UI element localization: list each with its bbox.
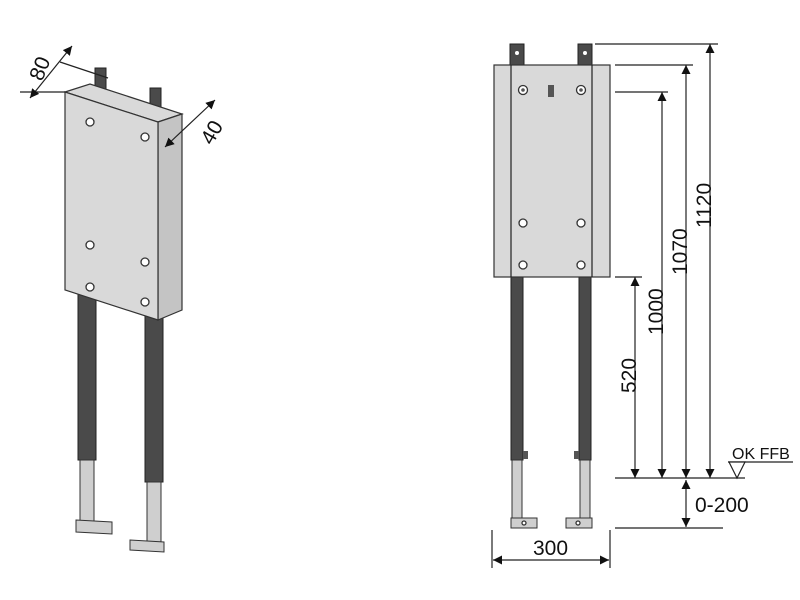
dimension-1070-label: 1070	[669, 228, 692, 275]
front-mounting-tabs	[509, 43, 593, 66]
iso-panel	[63, 83, 184, 321]
floor-level-label: OK FFB	[732, 446, 790, 463]
isometric-view: 80 40	[20, 45, 228, 553]
dimension-1120-label: 1120	[693, 183, 716, 228]
front-panel	[493, 64, 611, 278]
dimension-40-label: 40	[196, 117, 228, 149]
dimension-1000-label: 1000	[645, 288, 668, 335]
floor-level-triangle-icon	[728, 461, 746, 480]
iso-holes	[85, 117, 150, 307]
iso-leg-left	[75, 284, 113, 535]
front-legs	[510, 276, 593, 529]
dimension-520-label: 520	[618, 358, 641, 393]
front-view: 1120 1070 1000 520 0-200 300 OK FFB	[491, 43, 793, 568]
iso-leg-right	[129, 311, 165, 553]
dimension-lines	[491, 43, 793, 568]
dimension-80-label: 80	[25, 54, 55, 84]
dimension-300-label: 300	[533, 537, 568, 560]
dimension-0-200-label: 0-200	[695, 494, 749, 517]
